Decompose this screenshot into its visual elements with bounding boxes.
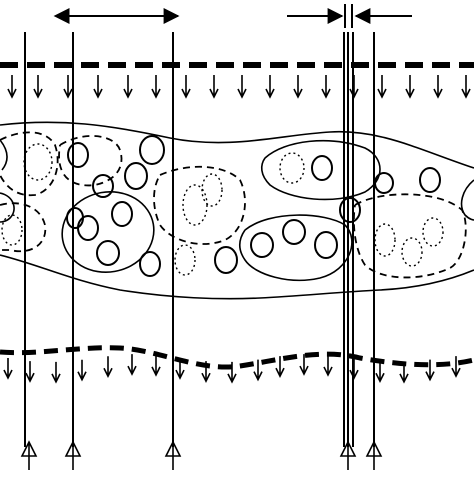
down-arrow: [176, 358, 184, 378]
down-arrow: [202, 361, 210, 381]
down-arrow: [128, 354, 136, 374]
down-arrow: [300, 354, 308, 374]
down-arrow: [266, 75, 274, 97]
cell-group-right-dashed: [354, 168, 466, 277]
down-arrow: [462, 75, 470, 97]
down-arrow: [52, 362, 60, 382]
down-arrow: [34, 75, 42, 97]
down-arrow: [254, 360, 262, 380]
down-arrow: [378, 75, 386, 97]
up-arrow: [367, 442, 381, 470]
down-arrow: [406, 75, 414, 97]
cell-group-upper-right-ellipse: [262, 141, 380, 200]
down-arrow: [324, 355, 332, 375]
up-arrow: [341, 442, 355, 470]
down-arrow: [4, 358, 12, 378]
down-arrow: [276, 356, 284, 376]
cell-group-dashed-middle-top: [59, 136, 121, 185]
lower-membrane-arrows: [4, 354, 460, 382]
down-arrow: [152, 355, 160, 375]
down-arrow: [64, 75, 72, 97]
down-arrow: [94, 75, 102, 97]
down-arrow: [238, 75, 246, 97]
cell-group-left-large-ellipse: [56, 185, 160, 280]
up-arrow: [22, 442, 36, 470]
down-arrow: [376, 361, 384, 381]
down-arrow: [434, 75, 442, 97]
down-arrow: [294, 75, 302, 97]
tissue-band-right-notch: [462, 180, 474, 220]
vertical-lines: [25, 32, 374, 447]
lower-membrane-dashed-line: [0, 348, 474, 367]
bottom-upward-arrows: [22, 442, 381, 470]
down-arrow: [182, 75, 190, 97]
down-arrow: [124, 75, 132, 97]
down-arrow: [322, 75, 330, 97]
nuclei-top-row: [68, 136, 164, 197]
tissue-band-lower-outline: [0, 255, 474, 299]
down-arrow: [426, 360, 434, 380]
tissue-band-outline: [0, 122, 474, 168]
down-arrow: [8, 75, 16, 97]
down-arrow: [104, 356, 112, 376]
down-arrow: [152, 75, 160, 97]
down-arrow: [26, 361, 34, 381]
down-arrow: [78, 360, 86, 380]
down-arrow: [400, 362, 408, 382]
cell-group-left-lower: [0, 193, 45, 251]
up-arrow: [66, 442, 80, 470]
down-arrow: [228, 362, 236, 382]
cell-group-upper-left: [0, 132, 58, 195]
down-arrow: [210, 75, 218, 97]
upper-membrane-arrows: [8, 75, 470, 97]
cell-group-center-dashed: [154, 167, 245, 275]
down-arrow: [350, 358, 358, 378]
up-arrow: [166, 442, 180, 470]
down-arrow: [452, 356, 460, 376]
cell-group-center-right-ellipse: [240, 198, 360, 280]
down-arrow: [350, 75, 358, 97]
